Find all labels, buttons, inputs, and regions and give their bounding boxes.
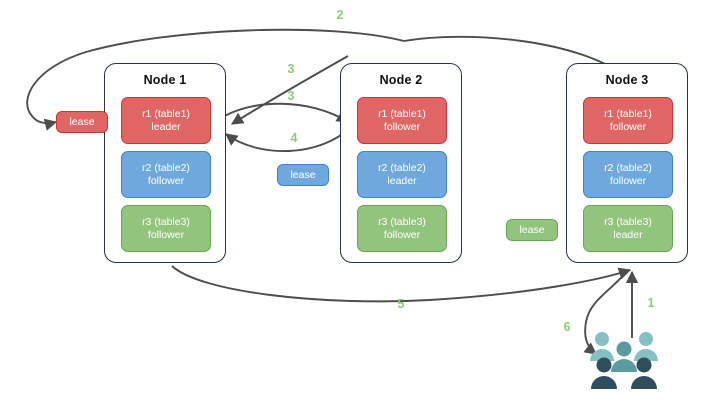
node-container-node3[interactable]: Node 3 r1 (table1) follower r2 (table2) … xyxy=(566,63,688,263)
replica-role-label: leader xyxy=(151,120,181,133)
node-container-node2[interactable]: Node 2 r1 (table1) follower r2 (table2) … xyxy=(340,63,462,263)
step-label-4: 4 xyxy=(290,131,298,145)
replica-n3-r3[interactable]: r3 (table3) leader xyxy=(583,205,673,252)
replica-role-label: leader xyxy=(613,228,643,241)
replica-range-label: r3 (table3) xyxy=(604,215,652,228)
replica-range-label: r1 (table1) xyxy=(142,107,190,120)
step-label-1: 1 xyxy=(647,296,655,310)
users-icon-front-row xyxy=(591,357,657,389)
users-icon-middle xyxy=(611,341,637,372)
edge-step-3-lens xyxy=(217,102,350,123)
lease-badge-r1[interactable]: lease xyxy=(56,111,108,133)
node-title: Node 1 xyxy=(143,73,187,87)
replica-range-label: r2 (table2) xyxy=(604,161,652,174)
node-title: Node 3 xyxy=(605,73,649,87)
replica-role-label: follower xyxy=(383,228,421,241)
replica-role-label: follower xyxy=(147,228,185,241)
replica-range-label: r1 (table1) xyxy=(604,107,652,120)
step-label-5: 5 xyxy=(397,297,405,311)
replica-role-label: follower xyxy=(147,174,185,187)
node-title: Node 2 xyxy=(379,73,423,87)
replica-role-label: follower xyxy=(383,120,421,133)
lease-badge-r2[interactable]: lease xyxy=(277,164,329,186)
node-container-node1[interactable]: Node 1 r1 (table1) leader r2 (table2) fo… xyxy=(104,63,226,263)
users-icon-back-row xyxy=(590,332,658,361)
step-label-6: 6 xyxy=(563,320,571,334)
replica-n3-r1[interactable]: r1 (table1) follower xyxy=(583,97,673,144)
replica-n3-r2[interactable]: r2 (table2) follower xyxy=(583,151,673,198)
replica-n2-r3[interactable]: r3 (table3) follower xyxy=(357,205,447,252)
replica-n1-r2[interactable]: r2 (table2) follower xyxy=(121,151,211,198)
step-label-3a: 3 xyxy=(287,62,295,76)
replica-range-label: r2 (table2) xyxy=(142,161,190,174)
replica-n1-r3[interactable]: r3 (table3) follower xyxy=(121,205,211,252)
replica-role-label: follower xyxy=(609,120,647,133)
users-icon xyxy=(590,332,658,389)
step-label-2: 2 xyxy=(336,8,344,22)
replica-n2-r2[interactable]: r2 (table2) leader xyxy=(357,151,447,198)
replica-range-label: r3 (table3) xyxy=(378,215,426,228)
replica-n2-r1[interactable]: r1 (table1) follower xyxy=(357,97,447,144)
replica-n1-r1[interactable]: r1 (table1) leader xyxy=(121,97,211,144)
replica-range-label: r1 (table1) xyxy=(378,107,426,120)
replica-role-label: follower xyxy=(609,174,647,187)
step-label-3b: 3 xyxy=(287,89,295,103)
replica-range-label: r3 (table3) xyxy=(142,215,190,228)
replica-role-label: leader xyxy=(387,174,417,187)
lease-badge-r3[interactable]: lease xyxy=(506,219,558,241)
replica-range-label: r2 (table2) xyxy=(378,161,426,174)
